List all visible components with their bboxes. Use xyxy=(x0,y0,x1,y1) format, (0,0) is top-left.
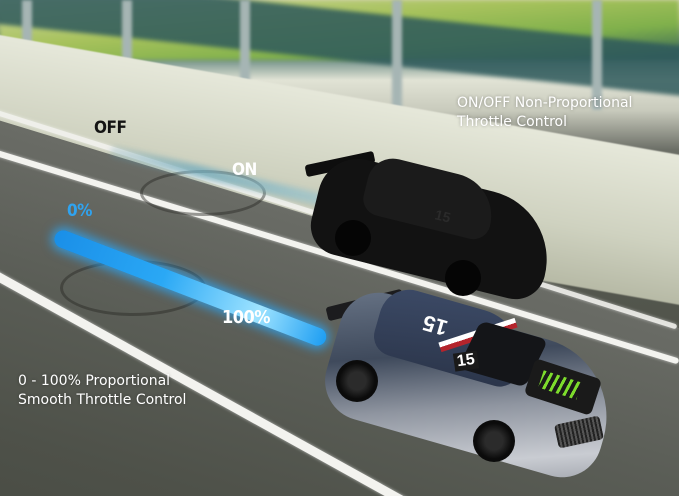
car-number: 15 xyxy=(433,206,453,226)
on-off-caption: ON/OFF Non-Proportional Throttle Control xyxy=(457,94,632,132)
zero-percent-label: 0% xyxy=(67,201,92,221)
on-off-caption-line2: Throttle Control xyxy=(457,114,567,130)
silver-rc-car: 15 15 xyxy=(315,280,626,487)
fence-post xyxy=(240,0,250,110)
fence-post xyxy=(392,0,402,110)
on-off-caption-line1: ON/OFF Non-Proportional xyxy=(457,95,633,111)
wheel xyxy=(335,220,371,256)
door-number: 15 xyxy=(452,350,479,372)
proportional-caption-line1: 0 - 100% Proportional xyxy=(18,373,171,389)
proportional-caption-line2: Smooth Throttle Control xyxy=(18,392,187,408)
proportional-caption: 0 - 100% Proportional Smooth Throttle Co… xyxy=(18,372,186,410)
on-label: ON xyxy=(232,160,257,180)
off-label: OFF xyxy=(94,118,127,138)
wheel xyxy=(336,360,378,402)
fence-post xyxy=(592,0,602,110)
fence-post xyxy=(122,0,132,110)
wheel xyxy=(445,260,481,296)
hundred-percent-label: 100% xyxy=(222,307,271,328)
wheel xyxy=(473,420,515,462)
black-rc-car: 15 xyxy=(304,150,562,306)
